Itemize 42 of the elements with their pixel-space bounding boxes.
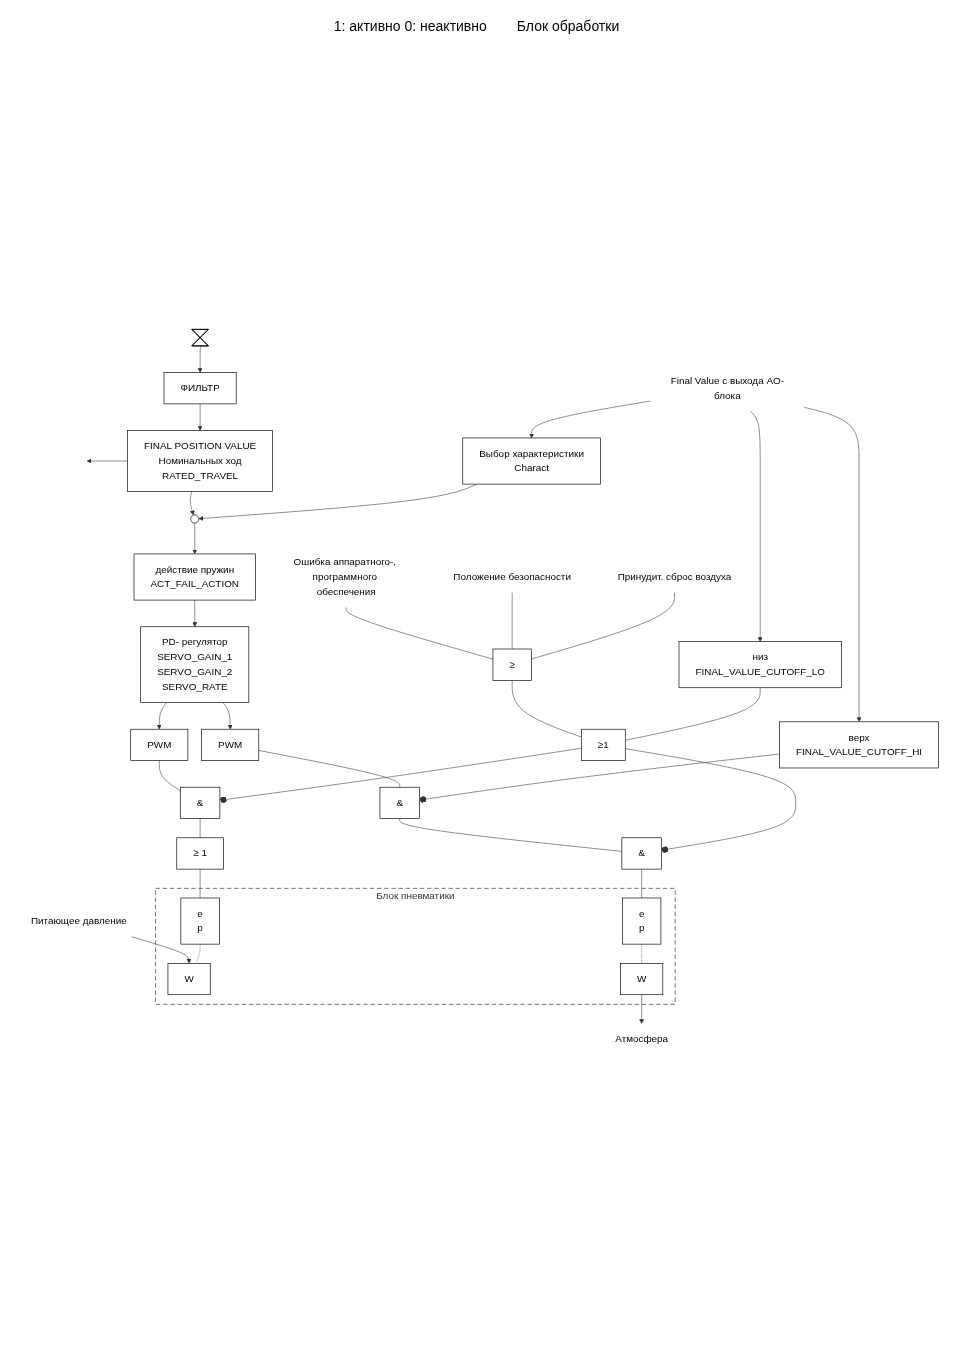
block: & — [179, 786, 221, 819]
block: e p — [622, 897, 662, 945]
connector-line — [345, 607, 494, 660]
block: ≥ — [492, 648, 532, 681]
connector-line — [195, 943, 201, 964]
block: ≥ 1 — [176, 837, 224, 870]
connector-line — [641, 943, 642, 964]
block: FINAL POSITION VALUE Номинальных ход RATED_TRAVEL — [127, 430, 273, 492]
note-text: 1: активно 0: неактивно — [333, 18, 487, 34]
text-label: Ошибка аппаратного-, программного обеспечения — [293, 556, 397, 597]
valve-symbol — [191, 328, 209, 347]
connector-line — [159, 760, 181, 791]
connector-line — [199, 818, 201, 838]
text-label: Положение безопасности — [453, 571, 571, 583]
text-label: Питающее давление — [30, 915, 127, 927]
connector-line — [258, 750, 400, 788]
block: & — [379, 786, 420, 819]
block: e p — [180, 897, 220, 945]
block: W — [167, 962, 211, 995]
block: действие пружин ACT_FAIL_ACTION — [133, 553, 256, 601]
block: PD- регулятор SERVO_GAIN_1 SERVO_GAIN_2 SERVO_RATE — [140, 626, 250, 703]
block: ≥1 — [581, 728, 626, 761]
connector-line — [641, 868, 642, 899]
block: верх FINAL_VALUE_CUTOFF_HI — [779, 721, 939, 769]
connector-line — [399, 818, 623, 852]
summing-junction — [190, 514, 200, 524]
connector-line — [531, 592, 675, 660]
connector-line — [511, 679, 582, 738]
block: & — [621, 837, 662, 870]
block: W — [620, 962, 664, 995]
block: низ FINAL_VALUE_CUTOFF_LO — [678, 641, 842, 688]
note-text: Блок обработки — [516, 18, 620, 34]
block: Выбор характеристики Charact — [462, 437, 601, 485]
text-label: Final Value с выхода AO-блока — [670, 374, 784, 401]
block: PWM — [201, 728, 260, 761]
connector-line — [625, 687, 761, 741]
text-label: Атмосфера — [615, 1033, 669, 1045]
text-label: Принудит. сброс воздуха — [617, 571, 732, 583]
connector-line — [199, 868, 201, 899]
block: PWM — [130, 728, 189, 761]
block: ФИЛЬТР — [163, 372, 237, 405]
connector-line — [511, 592, 513, 650]
